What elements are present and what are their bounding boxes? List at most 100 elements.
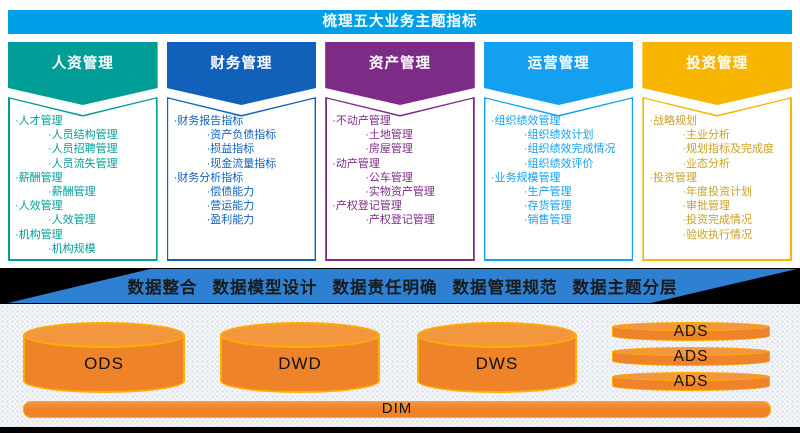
indicator-list: ·财务报告指标 ·资产负债指标·损益指标·现金流量指标·财务分析指标 ·偿债能力·营… <box>167 97 317 228</box>
indicator-item: ·主业分析 <box>682 129 731 142</box>
indicator-box-inner <box>326 98 474 260</box>
indicator-list: ·战略规划 ·主业分析·规划指标及完成度·业态分析·投资管理 ·年度投资计划·审批管… <box>642 97 792 242</box>
cylinder-top <box>220 322 380 348</box>
cylinder-dwd: DWD <box>220 322 380 393</box>
governance-phrase: 数据主题分层 <box>572 279 678 297</box>
indicator-item: ·房屋管理 <box>365 143 413 156</box>
dim-bar: DIM <box>23 401 771 418</box>
data-governance-band: 数据整合数据模型设计数据责任明确数据管理规范数据主题分层 <box>0 268 800 304</box>
indicator-item: ·销售管理 <box>523 214 572 227</box>
indicator-item: ·规划指标及完成度 <box>682 143 775 156</box>
indicator-item: ·盈利能力 <box>206 214 255 227</box>
cylinder-top <box>612 372 770 381</box>
indicator-item: ·土地管理 <box>365 129 413 142</box>
cylinder-ods: ODS <box>23 322 185 393</box>
indicator-item: ·生产管理 <box>523 186 572 199</box>
cylinder-top <box>612 322 770 331</box>
indicator-box-inner <box>168 98 315 260</box>
top-banner: 梳理五大业务主题指标 <box>8 10 792 34</box>
cylinder-ads-1: ADS <box>612 322 770 341</box>
governance-arrow: 数据整合数据模型设计数据责任明确数据管理规范数据主题分层 <box>8 269 797 303</box>
indicator-list: ·人才管理·人员结构管理·人员招聘管理·人员流失管理·薪酬管理·薪酬管理·人效管… <box>8 97 158 256</box>
cylinder-label: ODS <box>84 354 124 373</box>
governance-phrase: 数据责任明确 <box>332 279 438 297</box>
indicator-item: ·产权登记管理 <box>365 214 435 227</box>
indicator-item: ·薪酬管理 <box>15 171 63 184</box>
indicator-item: ·战略规划 <box>649 115 698 127</box>
cylinder-top <box>612 347 770 356</box>
column-header: 财务管理 <box>166 42 317 105</box>
indicator-item: ·投资完成情况 <box>682 214 753 227</box>
indicator-item: ·财务分析指标 <box>173 171 244 184</box>
column-header: 资产管理 <box>325 42 475 105</box>
indicator-item: ·资产负债指标 <box>206 129 277 142</box>
theme-column-4: 运营管理 ·组织绩效管理 ·组织绩效计划·组织绩效完成情况·组织绩效评价·业务规模管… <box>483 42 634 264</box>
indicator-item: ·验收执行情况 <box>682 228 753 241</box>
indicator-item: ·偿债能力 <box>206 186 255 199</box>
indicator-item: ·组织绩效管理 <box>490 115 561 127</box>
indicator-item: ·存货管理 <box>523 200 572 213</box>
cylinder-top <box>417 322 577 348</box>
indicator-item: ·财务报告指标 <box>173 115 244 127</box>
indicator-box: ·不动产管理·土地管理·房屋管理·动产管理·公车管理·实物资产管理·产权登记管理… <box>325 97 475 261</box>
bottom-strip <box>0 427 800 433</box>
top-banner-label: 梳理五大业务主题指标 <box>322 14 478 30</box>
indicator-list: ·组织绩效管理 ·组织绩效计划·组织绩效完成情况·组织绩效评价·业务规模管理 ·生产… <box>484 97 634 228</box>
theme-column-1: 人资管理·人才管理·人员结构管理·人员招聘管理·人员流失管理·薪酬管理·薪酬管理… <box>8 42 158 264</box>
dim-label: DIM <box>381 400 413 417</box>
indicator-item: ·机构管理 <box>15 228 63 241</box>
column-header: 人资管理 <box>8 42 158 105</box>
cylinder-ads-2: ADS <box>612 347 770 366</box>
indicator-item: ·人效管理 <box>48 214 96 227</box>
indicator-item: ·薪酬管理 <box>48 186 96 199</box>
cylinder-label: ADS <box>673 323 709 340</box>
indicator-item: ·组织绩效评价 <box>523 157 594 170</box>
theme-column-5: 投资管理 ·战略规划 ·主业分析·规划指标及完成度·业态分析·投资管理 ·年度投资计划… <box>642 42 792 264</box>
cylinder-label: DWD <box>278 354 322 373</box>
indicator-item: ·审批管理 <box>682 200 731 213</box>
indicator-item: ·损益指标 <box>206 143 255 156</box>
indicator-list: ·不动产管理·土地管理·房屋管理·动产管理·公车管理·实物资产管理·产权登记管理… <box>325 97 475 228</box>
cylinder-label: ADS <box>673 348 709 365</box>
governance-phrase: 数据管理规范 <box>452 279 558 297</box>
indicator-item: ·人效管理 <box>15 200 63 213</box>
indicator-item: ·组织绩效完成情况 <box>523 143 616 156</box>
cylinder-dws: DWS <box>417 322 577 393</box>
column-header: 运营管理 <box>483 42 634 105</box>
indicator-item: ·机构规模 <box>48 242 96 255</box>
indicator-item: ·业务规模管理 <box>490 171 561 184</box>
governance-phrase: 数据整合 <box>127 279 198 297</box>
cylinder-label: ADS <box>673 373 709 390</box>
indicator-item: ·人员流失管理 <box>48 157 118 170</box>
indicator-item: ·实物资产管理 <box>365 186 435 199</box>
indicator-item: ·营运能力 <box>206 200 255 213</box>
governance-phrase: 数据模型设计 <box>212 279 318 297</box>
indicator-box-inner <box>485 98 632 260</box>
cylinder-top <box>23 322 185 348</box>
indicator-item: ·投资管理 <box>649 171 698 184</box>
indicator-item: ·公车管理 <box>365 171 413 184</box>
indicator-box-inner <box>9 98 156 260</box>
indicator-item: ·人员招聘管理 <box>48 143 118 156</box>
indicator-item: ·现金流量指标 <box>206 157 277 170</box>
indicator-item: ·组织绩效计划 <box>523 129 594 142</box>
indicator-item: ·产权登记管理 <box>332 200 402 213</box>
cylinder-ads-3: ADS <box>612 372 770 391</box>
theme-column-3: 资产管理·不动产管理·土地管理·房屋管理·动产管理·公车管理·实物资产管理·产权… <box>325 42 475 264</box>
indicator-item: ·年度投资计划 <box>682 186 753 199</box>
theme-column-2: 财务管理 ·财务报告指标 ·资产负债指标·损益指标·现金流量指标·财务分析指标 ·偿债… <box>166 42 317 264</box>
indicator-box: ·人才管理·人员结构管理·人员招聘管理·人员流失管理·薪酬管理·薪酬管理·人效管… <box>8 97 158 261</box>
indicator-box: ·财务报告指标 ·资产负债指标·损益指标·现金流量指标·财务分析指标 ·偿债能力·营… <box>166 97 317 261</box>
indicator-box: ·组织绩效管理 ·组织绩效计划·组织绩效完成情况·组织绩效评价·业务规模管理 ·生产… <box>483 97 634 261</box>
indicator-item: ·动产管理 <box>332 157 380 170</box>
indicator-item: ·业态分析 <box>682 157 731 170</box>
column-header: 投资管理 <box>642 42 792 105</box>
indicator-item: ·不动产管理 <box>332 115 391 127</box>
indicator-item: ·人员结构管理 <box>48 129 118 142</box>
cylinder-label: DWS <box>475 354 519 373</box>
theme-columns: 人资管理·人才管理·人员结构管理·人员招聘管理·人员流失管理·薪酬管理·薪酬管理… <box>8 42 792 264</box>
warehouse-layer: DIM ODS DWD DWS ADS ADS ADS <box>0 304 800 427</box>
indicator-box-inner <box>643 98 791 260</box>
indicator-box: ·战略规划 ·主业分析·规划指标及完成度·业态分析·投资管理 ·年度投资计划·审批管… <box>642 97 792 261</box>
